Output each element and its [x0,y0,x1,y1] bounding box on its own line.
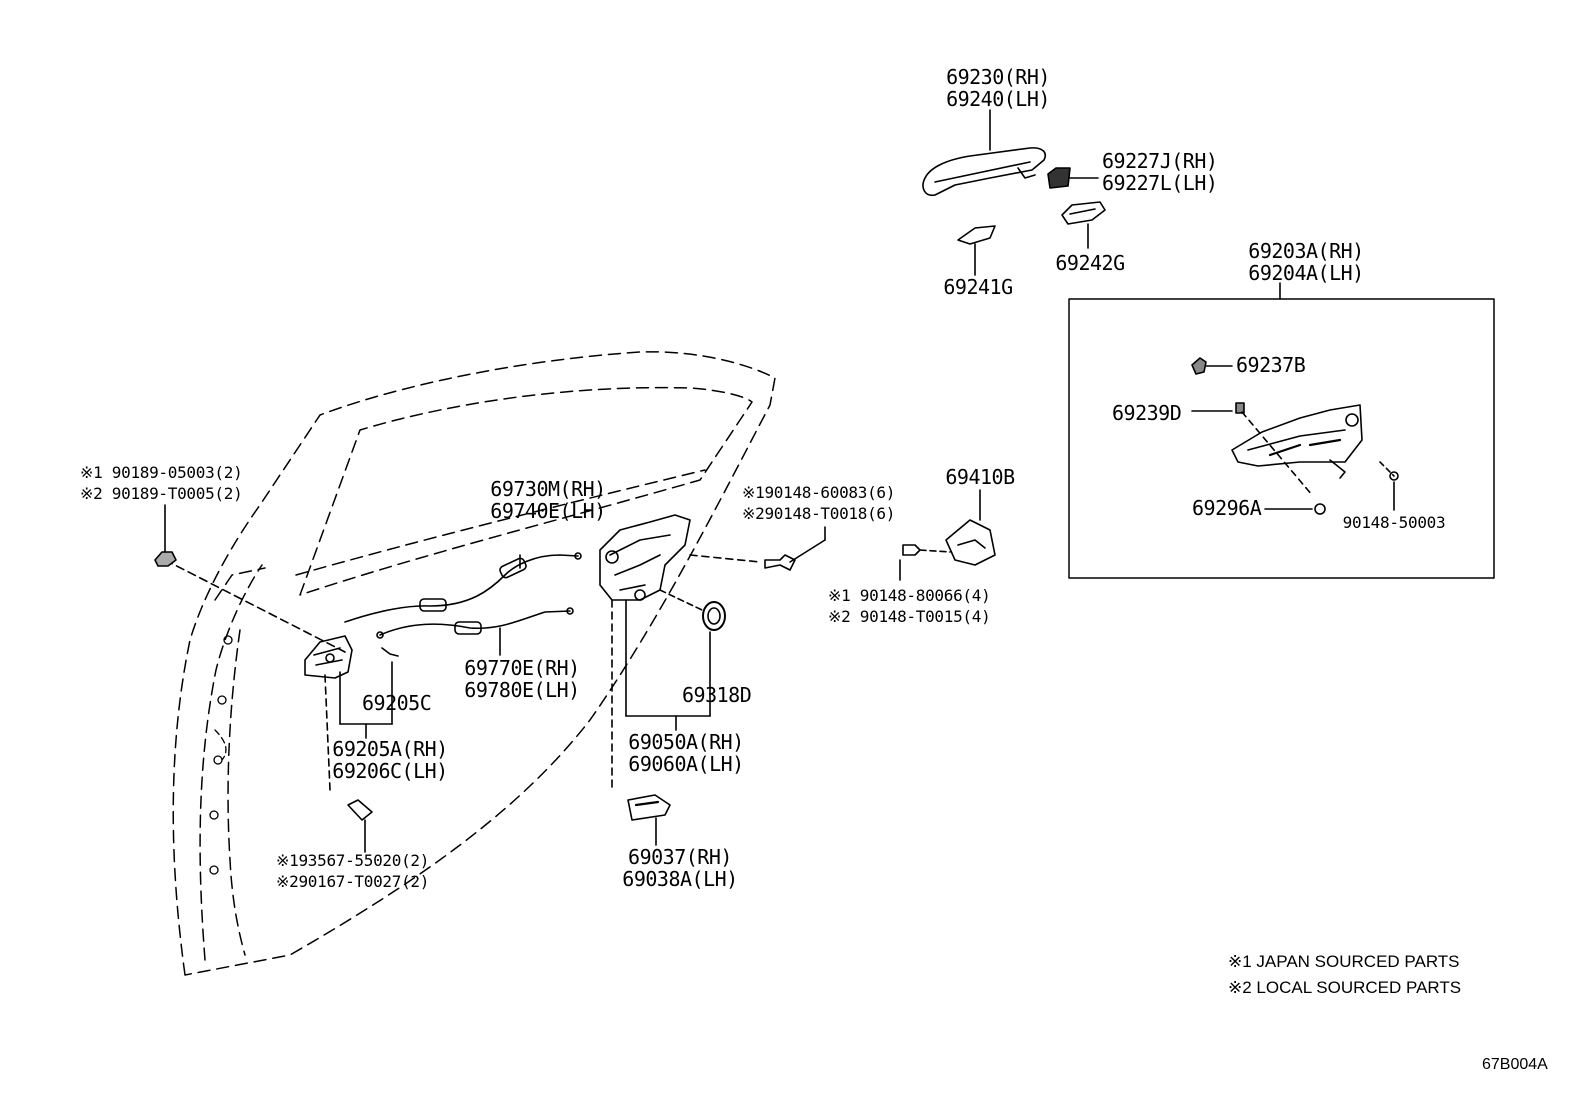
label-line: 69240(LH) [946,87,1050,111]
label-frame-nut: 69239D [1112,401,1182,425]
handle-cap-part [1047,167,1099,189]
diagram-code: 67B004A [1482,1056,1548,1073]
label-line: ※193567-55020(2) [276,851,430,870]
label-line: 69730M(RH) [490,477,606,501]
label-frame-screw: 69296A [1192,496,1262,520]
cable-lower-part [376,607,574,656]
label-lock-bolt: ※190148-60083(6) ※290148-T0018(6) [742,482,895,524]
pad-rear-part [1061,201,1106,249]
label-inner-handle: 69205A(RH) 69206C(LH) [332,737,448,783]
label-line: 69203A(RH) [1248,239,1364,263]
label-pad-front: 69241G [943,275,1013,299]
label-handle-cap: 69227J(RH) 69227L(LH) [1102,149,1218,195]
label-inner-handle-part: 69205C [362,691,432,715]
lock-assy-part [599,514,711,791]
label-line: 69060A(LH) [628,752,744,776]
pad-front-part [957,225,996,276]
label-line: 69740E(LH) [490,499,606,523]
frame-screw-part [1264,461,1399,515]
label-outer-handle: 69230(RH) 69240(LH) [946,66,1050,110]
label-lock-assy: 69050A(RH) 69060A(LH) [628,730,744,776]
label-line: ※1 90148-80066(4) [828,586,991,605]
label-line: 69050A(RH) [628,730,744,754]
inner-screw-part [347,799,373,853]
label-line: 69205A(RH) [332,737,448,761]
label-line: ※1 90189-05003(2) [80,463,243,482]
grommet-part [659,589,726,717]
label-line: 69227L(LH) [1102,171,1218,195]
label-cable-upper: 69730M(RH) 69740E(LH) [490,477,606,523]
label-line: ※190148-60083(6) [742,483,896,502]
label-line: 69227J(RH) [1102,149,1218,173]
frame-nut-part [1191,402,1313,496]
label-frame-assy: 69203A(RH) 69204A(LH) [1248,239,1364,285]
door-outline [172,351,776,976]
label-line: ※2 90148-T0015(4) [828,607,991,626]
frame-assy-box [1068,298,1495,579]
label-line: 69780E(LH) [464,678,580,702]
label-frame-bolt2: 90148-50003 [1342,513,1446,532]
lock-bolt-part [689,526,826,571]
label-line: ※290167-T0027(2) [276,872,430,891]
label-inner-screw: ※193567-55020(2) ※290167-T0027(2) [276,850,429,892]
label-frame-bolt: 69237B [1236,353,1306,377]
label-line: ※2 90189-T0005(2) [80,484,243,503]
clip-part [154,504,177,567]
label-striker: 69410B [945,465,1015,489]
frame-part [1231,404,1363,479]
inner-handle-part [164,559,399,791]
lock-cover-part [627,794,671,846]
label-clip: ※1 90189-05003(2) ※2 90189-T0005(2) [80,462,243,504]
label-pad-rear: 69242G [1055,251,1125,275]
label-line: ※290148-T0018(6) [742,504,896,523]
outer-handle-part [922,109,1046,197]
label-grommet: 69318D [682,683,752,707]
label-line: 69038A(LH) [622,867,738,891]
note-japan-sourced: ※1 JAPAN SOURCED PARTS [1228,952,1460,971]
label-lock-cover: 69037(RH) 69038A(LH) [622,845,738,891]
label-line: 69204A(LH) [1248,261,1364,285]
striker-part [899,489,996,581]
label-line: 69230(RH) [946,65,1050,89]
label-line: 69770E(RH) [464,656,580,680]
label-cable-lower: 69770E(RH) 69780E(LH) [464,656,580,702]
note-local-sourced: ※2 LOCAL SOURCED PARTS [1228,978,1462,997]
label-line: 69206C(LH) [332,759,448,783]
label-striker-screw: ※1 90148-80066(4) ※2 90148-T0015(4) [828,585,991,627]
door-holes [209,635,233,875]
cable-upper-part [344,552,582,623]
frame-bolt-part [1191,357,1233,375]
label-line: 69037(RH) [628,845,732,869]
